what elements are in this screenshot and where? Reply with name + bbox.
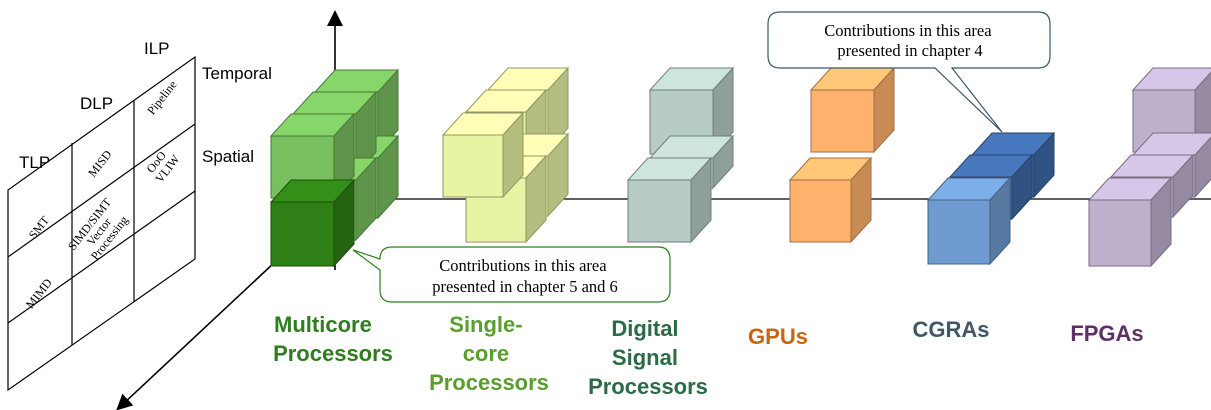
category-single-core-line-2: core [463,341,509,366]
category-cgra-label: CGRAs [912,317,989,342]
misd-cell: MISD [85,147,115,180]
category-gpu-label: GPUs [748,324,808,349]
category-fpga-line-1: FPGAs [1070,321,1143,346]
gpu-cube-bottom-front [789,179,852,243]
callout-chapter4-line-2: presented in chapter 4 [837,41,982,60]
category-gpu-line-1: GPUs [748,324,808,349]
callout-chapter56-line-1: Contributions in this area [439,256,607,275]
fpga-cube-front-front [1088,199,1152,267]
category-dsp-label: Digital Signal Processors [588,316,708,399]
category-dsp-line-1: Digital [611,316,678,341]
multicore-cube-highlight [269,178,356,268]
cube-group-dsp [626,66,735,244]
callout-chapter56-text: Contributions in this area presented in … [432,256,618,296]
cgra-cube-front-front [927,199,991,265]
cgra-cube-front [926,176,1012,266]
taxonomy-grid-row-line-2 [7,190,196,324]
cube-groups [269,66,1211,268]
cube-group-multicore [269,68,400,268]
callout-chapter4-bubble [767,11,1051,133]
temporal-label: Temporal [202,64,272,83]
category-labels: Multicore Processors Single- core Proces… [273,312,1144,399]
gpu-cube-bottom [788,156,873,244]
category-multicore-label: Multicore Processors [273,312,393,366]
callout-chapter56: Contributions in this area presented in … [352,246,671,303]
callout-chapter56-line-2: presented in chapter 5 and 6 [432,277,618,296]
category-single-core-line-1: Single- [449,312,522,337]
category-multicore-line-1: Multicore [274,312,372,337]
dsp-cube-front [626,156,713,244]
taxonomy-grid-labels: ILP DLP TLP Temporal Spatial Pipeline MI… [19,39,272,311]
category-dsp-line-3: Processors [588,374,708,399]
category-fpga-label: FPGAs [1070,321,1143,346]
category-single-core-label: Single- core Processors [429,312,549,395]
callout-chapter4-text: Contributions in this area presented in … [824,21,995,60]
cube-group-single-core [441,66,570,244]
smt-cell: SMT [26,213,53,242]
taxonomy-grid-row-line-1 [7,123,196,258]
callout-chapter56-bubble [352,246,671,303]
fpga-cube-front [1087,176,1173,268]
cube-group-gpu [788,66,896,244]
single-core-cube-front-front [442,134,504,198]
dsp-cube-top [648,66,735,156]
spatial-label: Spatial [202,147,254,166]
pipeline-cell: Pipeline [144,78,179,118]
cube-group-fpga [1087,67,1211,268]
ooo-vliw-cell: OoO VLIW [142,144,183,186]
simd-simt-cell: SIMD/SIMT Vector Processing [65,193,135,267]
single-core-cube-front [441,111,525,199]
dlp-label: DLP [80,94,113,113]
category-cgra-line-1: CGRAs [912,317,989,342]
category-multicore-line-2: Processors [273,341,393,366]
gpu-cube-top [809,66,896,154]
callout-chapter4: Contributions in this area presented in … [767,11,1051,133]
ilp-label: ILP [144,39,170,58]
multicore-cube-highlight-front [270,201,335,267]
taxonomy-grid [7,55,196,392]
category-single-core-line-3: Processors [429,370,549,395]
gpu-cube-top-front [810,89,875,153]
cube-group-cgra [926,131,1056,266]
callout-chapter4-line-1: Contributions in this area [824,21,992,40]
category-dsp-line-2: Signal [612,345,678,370]
dsp-cube-front-front [627,179,692,243]
depth-axis [116,261,276,410]
tlp-label: TLP [19,153,50,172]
